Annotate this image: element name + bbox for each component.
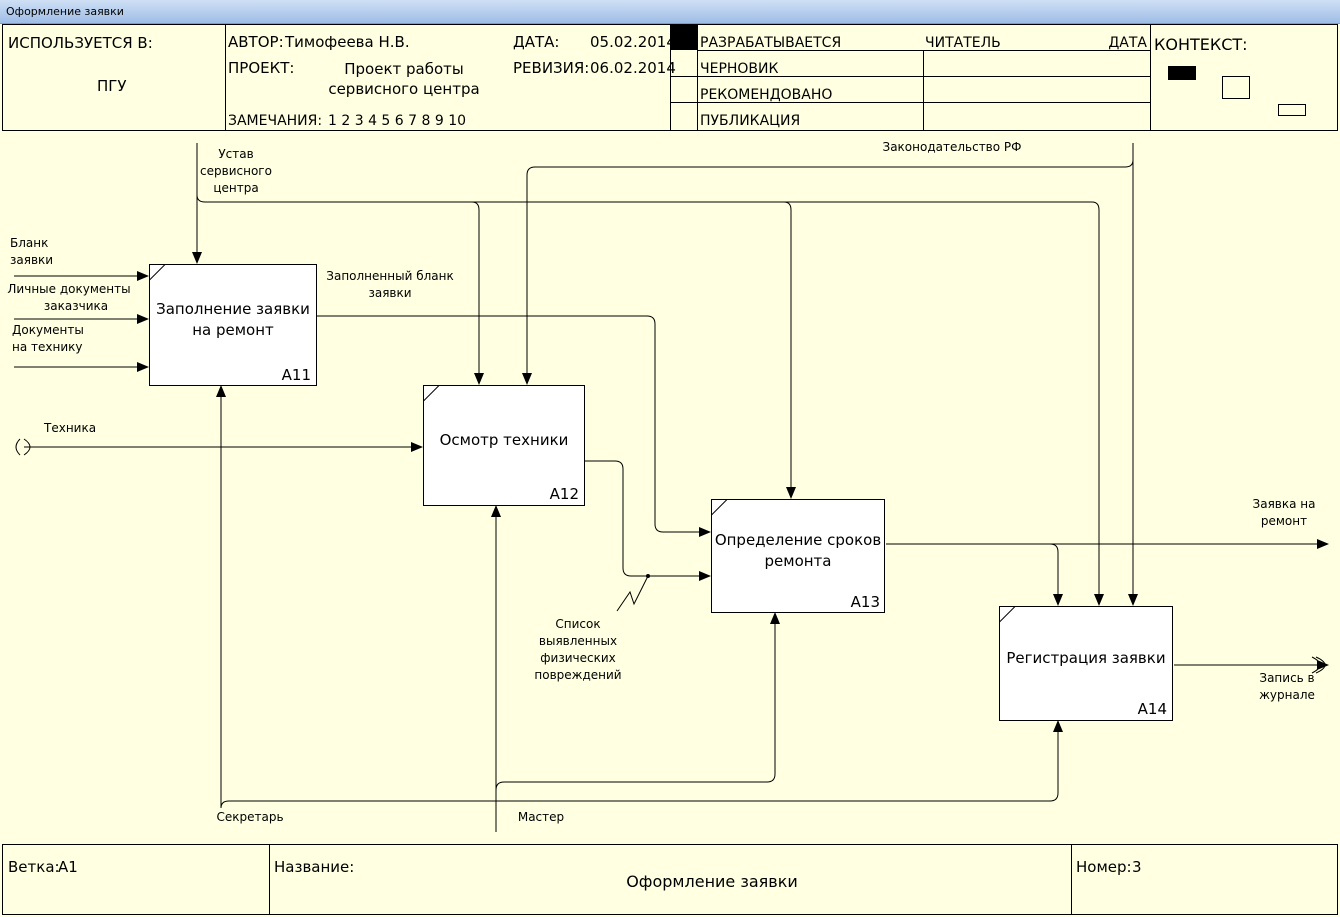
revision-value: 06.02.2014 xyxy=(590,59,676,77)
damage-label-squiggle xyxy=(616,575,649,612)
box-a11[interactable]: Заполнение заявки на ремонт A11 xyxy=(149,264,317,386)
working-status-marker xyxy=(671,25,697,50)
arrow-law-a12[interactable] xyxy=(522,159,1134,385)
tunnel-technika-left xyxy=(15,438,21,456)
status-recommended: РЕКОМЕНДОВАНО xyxy=(700,87,832,103)
notes-value: 1 2 3 4 5 6 7 8 9 10 xyxy=(328,113,466,129)
status-draft: ЧЕРНОВИК xyxy=(700,61,779,77)
author-value: Тимофеева Н.В. xyxy=(284,33,410,51)
idef0-canvas: ИСПОЛЬЗУЕТСЯ В: ПГУ АВТОР: Тимофеева Н.В… xyxy=(0,24,1340,917)
label-ustav-3: центра xyxy=(213,181,258,195)
label-record-1: Запись в xyxy=(1259,671,1314,685)
label-ustav-1: Устав xyxy=(218,147,253,161)
node-label: Ветка: xyxy=(8,858,60,876)
label-request-2: ремонт xyxy=(1261,514,1307,528)
arrows xyxy=(14,143,1329,832)
box-a12-label1: Осмотр техники xyxy=(440,431,569,449)
box-a11-label2: на ремонт xyxy=(192,321,274,339)
box-a11-label1: Заполнение заявки xyxy=(156,300,310,318)
label-damage-2: выявленных xyxy=(539,634,617,648)
arrow-master-a13[interactable] xyxy=(495,612,780,791)
window-title: Оформление заявки xyxy=(6,5,124,18)
box-a14-id: A14 xyxy=(1138,700,1167,718)
label-request-1: Заявка на xyxy=(1253,497,1316,511)
label-filled-1: Заполненный бланк xyxy=(326,269,453,283)
arrow-damage-list-a13[interactable] xyxy=(585,460,711,581)
date-value: 05.02.2014 xyxy=(590,33,676,51)
label-damage-3: физических xyxy=(540,651,615,665)
label-record-2: журнале xyxy=(1259,688,1315,702)
label-master: Мастер xyxy=(518,810,564,824)
box-a11-id: A11 xyxy=(282,366,311,384)
box-a14[interactable]: Регистрация заявки A14 xyxy=(999,606,1173,721)
label-personal-2: заказчика xyxy=(44,299,108,313)
label-filled-2: заявки xyxy=(368,286,411,300)
box-a12-id: A12 xyxy=(550,485,579,503)
arrow-ustav-a14[interactable] xyxy=(784,201,1104,606)
label-damage-1: Список xyxy=(555,617,600,631)
context-thumbnail xyxy=(1168,66,1306,116)
label-blank-1: Бланк xyxy=(10,236,48,250)
date-label: ДАТА: xyxy=(513,33,559,51)
tunnel-markers xyxy=(15,438,1326,674)
box-a12[interactable]: Осмотр техники A12 xyxy=(423,385,585,506)
status-publication: ПУБЛИКАЦИЯ xyxy=(700,113,800,129)
project-line1: Проект работы xyxy=(344,60,464,78)
tunnel-technika-right xyxy=(23,438,31,456)
tunnel-journal-outer xyxy=(1315,656,1326,674)
project-line2: сервисного центра xyxy=(328,80,479,98)
label-blank-2: заявки xyxy=(10,253,53,267)
box-a13-label2: ремонта xyxy=(765,552,832,570)
idef0-diagram: ИСПОЛЬЗУЕТСЯ В: ПГУ АВТОР: Тимофеева Н.В… xyxy=(2,24,1338,915)
label-docs-1: Документы xyxy=(12,323,84,337)
reader-date-label: ДАТА xyxy=(1108,35,1147,51)
revision-label: РЕВИЗИЯ: xyxy=(513,59,589,77)
arrow-secretary-a14[interactable] xyxy=(220,720,1063,809)
box-a13-label1: Определение сроков xyxy=(715,531,881,549)
tunnel-journal xyxy=(1311,656,1321,674)
footer-frame xyxy=(2,844,1338,915)
notes-label: ЗАМЕЧАНИЯ: xyxy=(228,113,322,129)
diagram-title: Оформление заявки xyxy=(626,872,798,891)
label-law: Законодательство РФ xyxy=(883,140,1022,154)
number-label: Номер: xyxy=(1076,858,1132,876)
box-a14-label1: Регистрация заявки xyxy=(1006,649,1165,667)
status-working: РАЗРАБАТЫВАЕТСЯ xyxy=(700,35,841,51)
window-titlebar[interactable]: Оформление заявки xyxy=(0,0,1340,24)
number-value: 3 xyxy=(1132,858,1142,876)
arrow-request-a14[interactable] xyxy=(1049,543,1063,606)
box-a13[interactable]: Определение сроков ремонта A13 xyxy=(711,499,885,613)
used-in-value: ПГУ xyxy=(97,77,127,95)
reader-label: ЧИТАТЕЛЬ xyxy=(925,35,1001,51)
junction-dot xyxy=(646,574,650,578)
author-label: АВТОР: xyxy=(228,33,284,51)
arrow-filled-form-a13[interactable] xyxy=(317,315,711,537)
label-damage-4: повреждений xyxy=(534,668,621,682)
diagram-title-label: Название: xyxy=(274,858,354,876)
context-label: КОНТЕКСТ: xyxy=(1154,35,1248,54)
box-a13-id: A13 xyxy=(851,593,880,611)
label-technika: Техника xyxy=(43,421,96,435)
project-label: ПРОЕКТ: xyxy=(228,59,294,77)
label-personal-1: Личные документы xyxy=(7,282,130,296)
used-in-label: ИСПОЛЬЗУЕТСЯ В: xyxy=(8,34,153,52)
label-secretary: Секретарь xyxy=(216,810,283,824)
label-docs-2: на технику xyxy=(12,340,82,354)
label-ustav-2: сервисного xyxy=(200,164,272,178)
node-value: А1 xyxy=(58,858,78,876)
header-frame xyxy=(2,24,1338,131)
